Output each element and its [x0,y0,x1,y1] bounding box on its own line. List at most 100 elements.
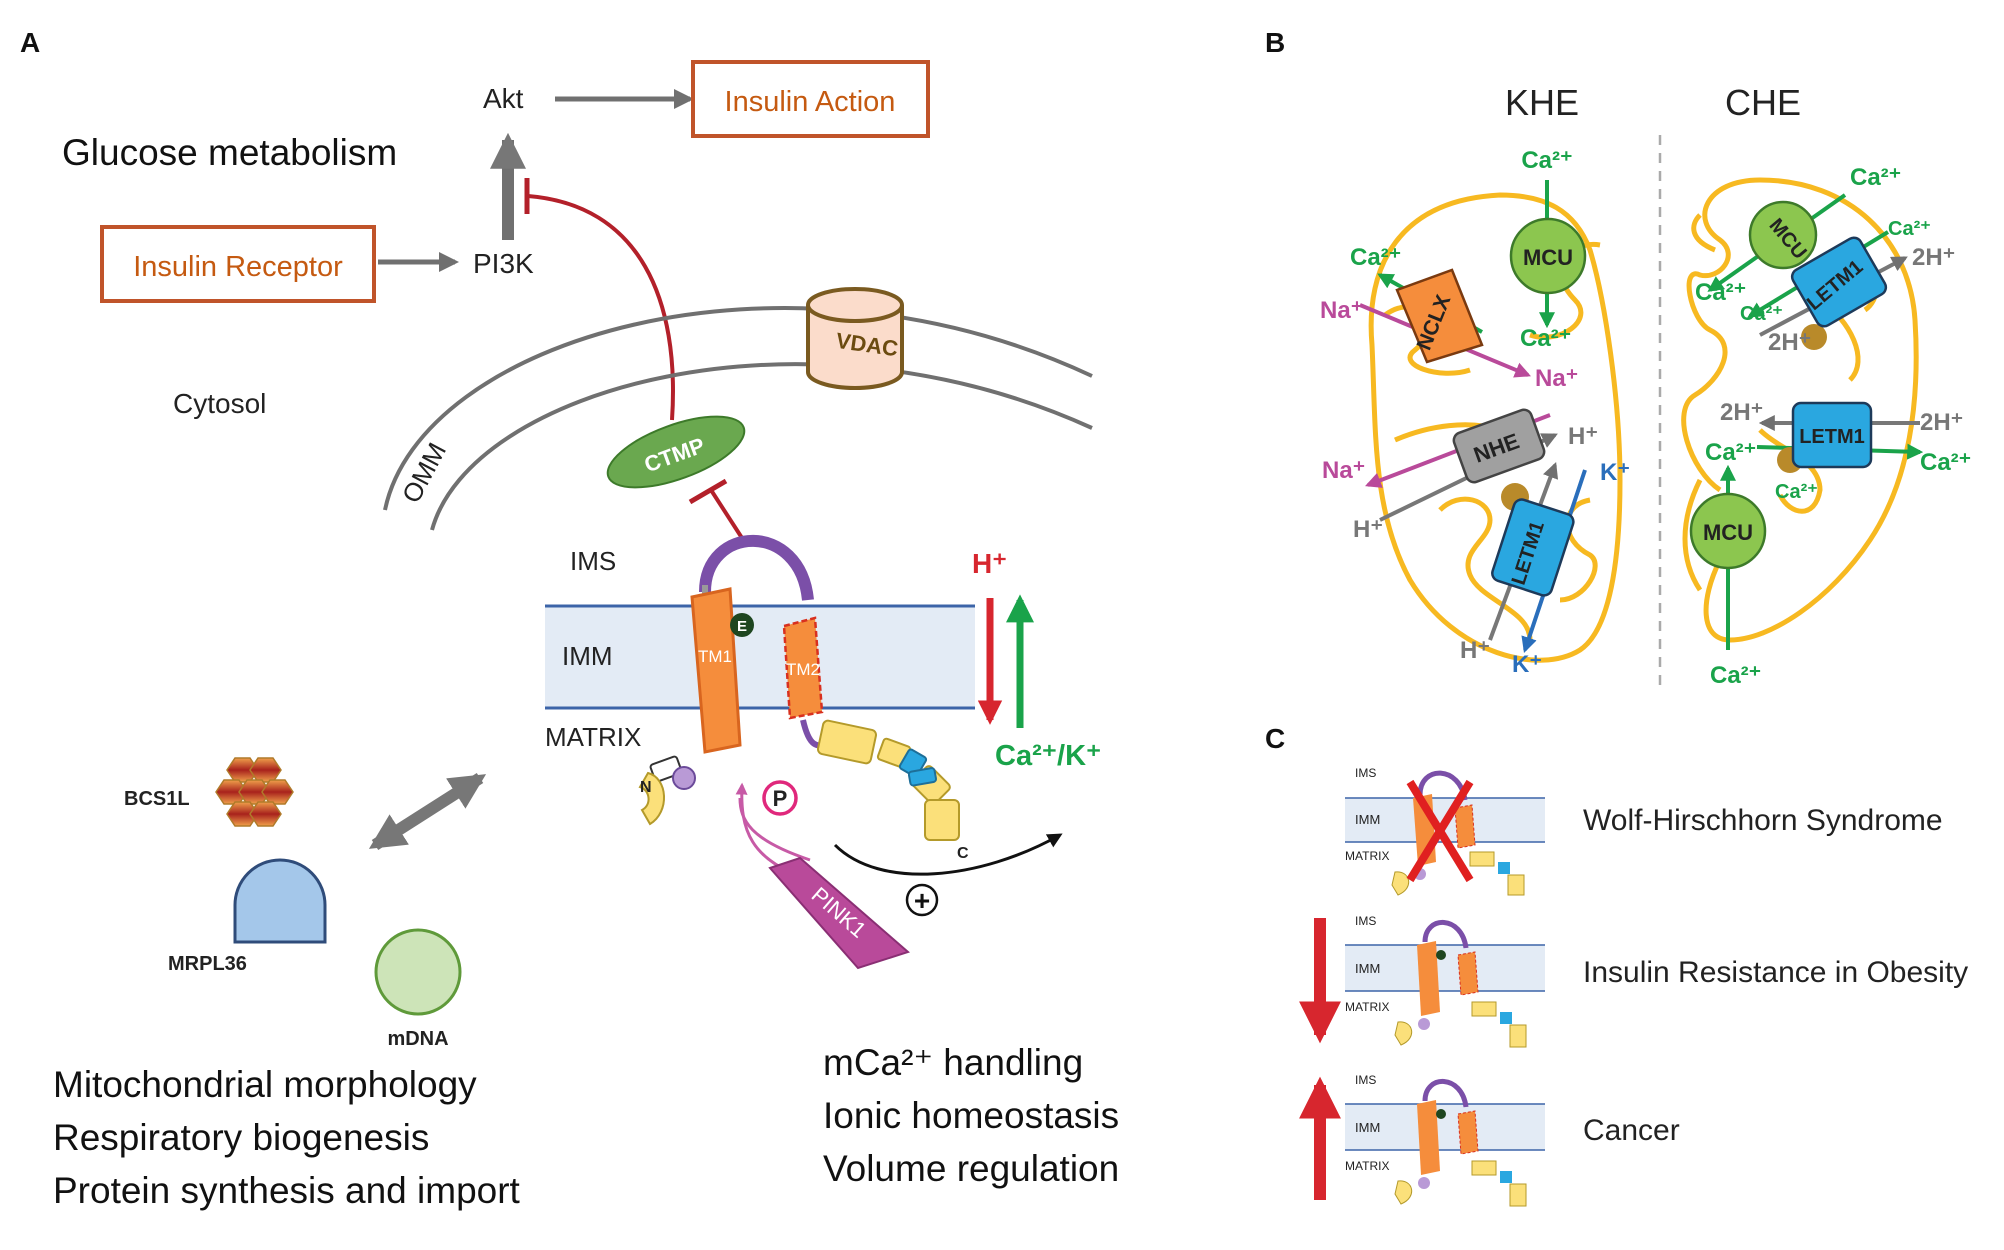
khe-title: KHE [1505,82,1579,123]
right-function-1: mCa²⁺ handling [823,1042,1083,1083]
e-label: E [737,618,747,635]
khe-h-letm1: H⁺ [1460,637,1490,664]
c2-imm-label: IMM [1355,961,1380,976]
insulin-action-label: Insulin Action [725,86,896,118]
right-function-2: Ionic homeostasis [823,1095,1119,1136]
ca-k-label: Ca²⁺/K⁺ [995,740,1101,772]
omm-inner-arc [430,362,1093,531]
pink1-activation-arrow [833,833,1063,876]
che-ca-mid-dot: Ca²⁺ [1775,481,1818,503]
omm-outer-arc [383,306,1093,511]
khe-k-in: K⁺ [1600,459,1630,486]
che-top-letm1-dot [1801,324,1827,350]
pink1-kinase: PINK1 [768,856,910,970]
khe-nclx: NCLX [1395,268,1484,364]
che-ca-mid-right: Ca²⁺ [1920,449,1971,476]
imm-band [545,606,975,708]
khe-h-nhe-in: H⁺ [1353,516,1383,543]
panel-label-a: A [20,27,40,58]
che-bottom-mcu [1689,492,1767,570]
letm1-protein: TM1 E TM2 C N [638,534,969,862]
left-function-3: Protein synthesis and import [53,1170,521,1211]
c1-matrix-label: MATRIX [1345,849,1389,863]
panel-c-row-whs: IMS IMM MATRIX [1345,766,1545,896]
pi3k-label: PI3K [473,248,534,279]
che-mitochondrion [1681,177,1919,643]
c1-imm-label: IMM [1355,812,1380,827]
mdna-circle [374,928,462,1016]
mdna-label: mDNA [387,1028,448,1050]
che-2h-mid-left: 2H⁺ [1720,399,1763,426]
panel-label-c: C [1265,723,1285,754]
insulin-receptor-box [100,225,376,303]
che-mid-letm1: LETM1 [1791,401,1873,469]
khe-ca-mcu-out: Ca²⁺ [1520,325,1571,352]
mrpl36-label: MRPL36 [168,953,247,975]
che-top-mcu [1748,200,1818,270]
right-function-3: Volume regulation [823,1148,1119,1189]
glutamate-residue [730,613,754,637]
che-ca-top-in: Ca²⁺ [1850,164,1901,191]
c3-ims-label: IMS [1355,1073,1376,1087]
interaction-double-arrow [368,772,487,851]
tm2-label: TM2 [786,660,820,679]
c3-imm-label: IMM [1355,1120,1380,1135]
c1-ims-label: IMS [1355,766,1376,780]
khe-na-nclx-in: Na⁺ [1320,297,1363,324]
c-terminus-label: C [957,845,969,862]
che-2h-mid-right: 2H⁺ [1920,409,1963,436]
ctmp-protein: CTMP [606,415,746,489]
glucose-metabolism-label: Glucose metabolism [62,132,397,173]
cytosol-label: Cytosol [173,388,266,419]
che-2h-top-in: 2H⁺ [1768,329,1811,356]
panel-c-row-cancer: IMS IMM MATRIX [1345,1073,1545,1207]
left-function-1: Mitochondrial morphology [53,1064,477,1105]
khe-mcu-label: MCU [1523,245,1573,270]
matrix-label: MATRIX [545,722,641,752]
akt-label: Akt [483,83,524,114]
vdac-channel: VDAC [806,287,904,390]
khe-na-nclx-out: Na⁺ [1535,365,1578,392]
tm1-label: TM1 [698,647,732,666]
che-mid-letm1-label: LETM1 [1799,426,1865,448]
bcs1l-hexamer [215,757,294,827]
che-bottom-mcu-label: MCU [1703,520,1753,545]
che-title: CHE [1725,82,1801,123]
pink1-arrow [738,797,811,862]
insulin-action-box [691,60,930,138]
khe-ca-top: Ca²⁺ [1521,147,1572,174]
condition-insulin-resistance: Insulin Resistance in Obesity [1583,956,1968,989]
ims-label: IMS [570,546,616,576]
whs-cross-2 [1406,779,1474,883]
panel-label-b: B [1265,27,1285,58]
left-function-2: Respiratory biogenesis [53,1117,429,1158]
insulin-receptor-label: Insulin Receptor [133,251,343,283]
n-terminus-label: N [640,779,652,796]
condition-whs: Wolf-Hirschhorn Syndrome [1583,804,1943,837]
activation-plus [905,883,939,917]
c2-ims-label: IMS [1355,914,1376,928]
c3-matrix-label: MATRIX [1345,1159,1389,1173]
che-ca-letm1-top-in: Ca²⁺ [1888,218,1931,240]
khe-nhe: NHE [1452,408,1546,484]
condition-cancer: Cancer [1583,1114,1680,1147]
khe-ca-nclx: Ca²⁺ [1350,244,1401,271]
che-ca-top-out: Ca²⁺ [1695,279,1746,306]
h-ion-label-a: H⁺ [972,548,1007,579]
ctmp-inhibit-bar-2 [688,478,728,505]
khe-k-out: K⁺ [1512,651,1542,678]
che-top-letm1: LETM1 [1790,236,1888,328]
bcs1l-label: BCS1L [124,788,190,810]
imm-label: IMM [562,641,613,671]
che-ca-letm1-top-out: Ca²⁺ [1740,303,1783,325]
activation-plus-label: + [914,885,930,916]
panel-c-row-ir: IMS IMM MATRIX [1345,914,1545,1048]
letm1-inhibits-ctmp-line [709,488,744,540]
phospho-p-label: P [773,786,788,811]
phospho-p [762,780,798,816]
che-2h-top-out: 2H⁺ [1912,244,1955,271]
omm-label: OMM [396,438,452,508]
che-ca-mid-left: Ca²⁺ [1705,439,1756,466]
khe-na-nhe: Na⁺ [1322,457,1365,484]
